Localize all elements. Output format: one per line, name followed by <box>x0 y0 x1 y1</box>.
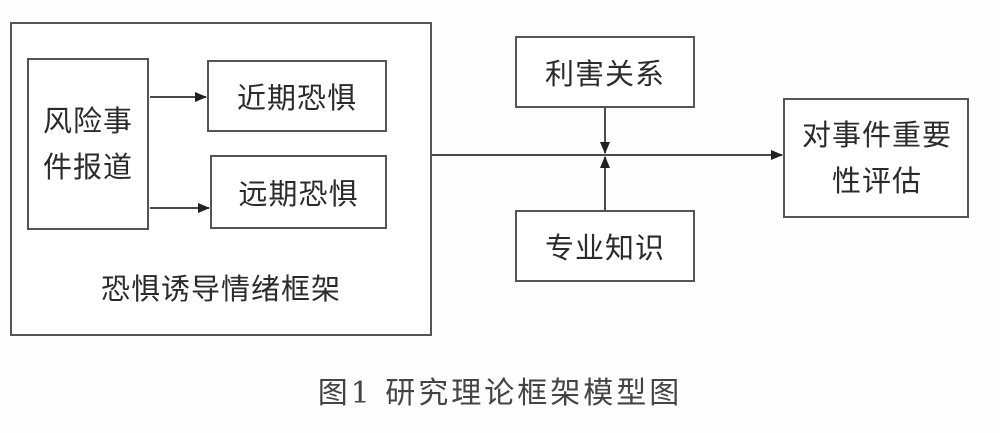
long-term-fear-label: 远期恐惧 <box>238 177 359 211</box>
near-term-fear-box <box>207 60 387 132</box>
expertise-label: 专业知识 <box>544 231 665 265</box>
importance-box <box>783 98 969 218</box>
fear-framework-label: 恐惧诱导情绪框架 <box>100 272 341 306</box>
expertise-box <box>515 210 695 282</box>
importance-label: 对事件重要性评估 <box>801 118 952 198</box>
stakeholder-box <box>515 36 695 108</box>
near-term-fear-label: 近期恐惧 <box>236 81 357 115</box>
long-term-fear-box <box>210 155 387 229</box>
risk-event-label: 风险事件报道 <box>42 104 133 184</box>
figure-caption: 图1 研究理论框架模型图 <box>317 376 683 411</box>
stakeholder-label: 利害关系 <box>544 57 665 91</box>
risk-event-box <box>27 58 149 230</box>
